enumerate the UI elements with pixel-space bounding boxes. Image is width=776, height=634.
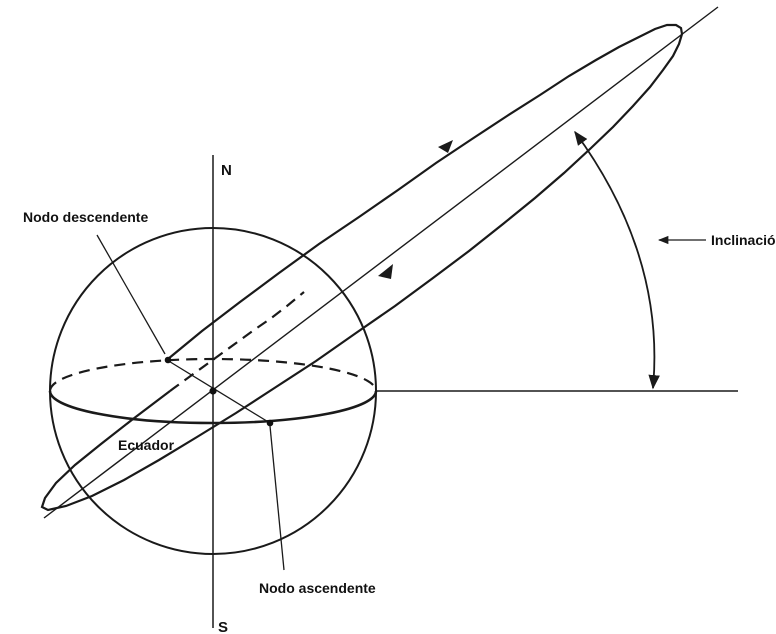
descending-node-point (164, 356, 172, 364)
north-label: N (221, 162, 232, 179)
ascending-node-label: Nodo ascendente (259, 580, 376, 596)
south-label: S (218, 619, 228, 634)
orbit-hidden-segment (169, 291, 305, 392)
orbit-direction-arrow-upper (438, 140, 453, 153)
orbit-direction-arrow-lower (378, 264, 393, 279)
descending-node-label: Nodo descendente (23, 209, 148, 225)
line-of-nodes (166, 359, 271, 424)
equator-label: Ecuador (118, 437, 175, 453)
ascending-node-point (266, 419, 274, 427)
inclination-label: Inclinación i (711, 232, 776, 248)
earth-center-point (209, 387, 217, 395)
descending-node-leader (96, 234, 166, 355)
inclination-word: Inclinación (711, 232, 776, 248)
inclination-arc (574, 130, 660, 390)
orbital-plane-line (43, 6, 719, 519)
orbit-ellipse (40, 23, 684, 512)
ascending-node-leader (269, 425, 285, 571)
